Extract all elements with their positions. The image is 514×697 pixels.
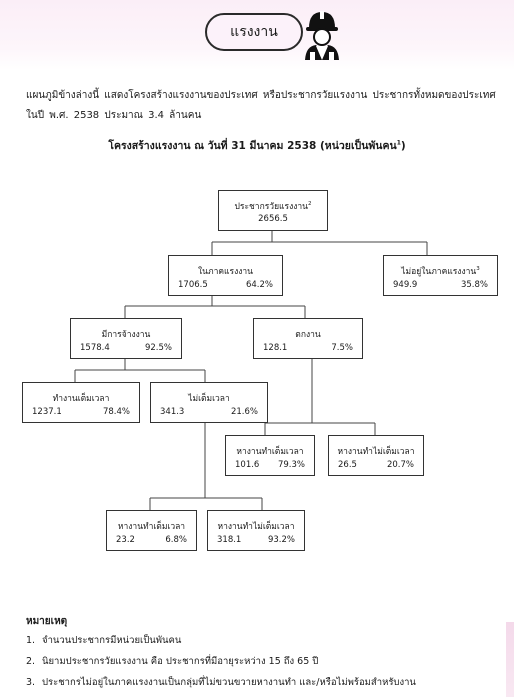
node-part-time-seek-full-time: หางานทำเต็มเวลา 23.2 6.8% (106, 510, 197, 551)
node-unemployed-seek-part-time: หางานทำไม่เต็มเวลา 26.5 20.7% (328, 435, 424, 476)
intro-paragraph: แผนภูมิข้างล่างนี้ แสดงโครงสร้างแรงงานขอ… (26, 90, 496, 121)
construction-worker-icon (305, 11, 339, 60)
page-title: แรงงาน (205, 13, 303, 51)
note-item: 2.นิยามประชากรวัยแรงงาน คือ ประชากรที่มี… (26, 656, 319, 667)
node-unemployed: ตกงาน 128.1 7.5% (253, 318, 363, 359)
notes-title: หมายเหตุ (26, 616, 68, 627)
note-item: 3.ประชากรไม่อยู่ในภาคแรงงานเป็นกลุ่มที่ไ… (26, 677, 416, 688)
node-part-time-seek-part-time: หางานทำไม่เต็มเวลา 318.1 93.2% (207, 510, 305, 551)
decorative-side-tab (506, 622, 514, 697)
chart-title: โครงสร้างแรงงาน ณ วันที่ 31 มีนาคม 2538 … (108, 139, 406, 153)
node-not-in-labor-force: ไม่อยู่ในภาคแรงงาน3 949.9 35.8% (383, 255, 498, 296)
node-labor-age-population: ประชากรวัยแรงงาน2 2656.5 (218, 190, 328, 231)
note-item: 1.จำนวนประชากรมีหน่วยเป็นพันคน (26, 635, 182, 646)
node-part-time: ไม่เต็มเวลา 341.3 21.6% (150, 382, 268, 423)
node-unemployed-seek-full-time: หางานทำเต็มเวลา 101.6 79.3% (225, 435, 315, 476)
node-in-labor-force: ในภาคแรงงาน 1706.5 64.2% (168, 255, 283, 296)
node-employed: มีการจ้างงาน 1578.4 92.5% (70, 318, 182, 359)
node-full-time: ทำงานเต็มเวลา 1237.1 78.4% (22, 382, 140, 423)
